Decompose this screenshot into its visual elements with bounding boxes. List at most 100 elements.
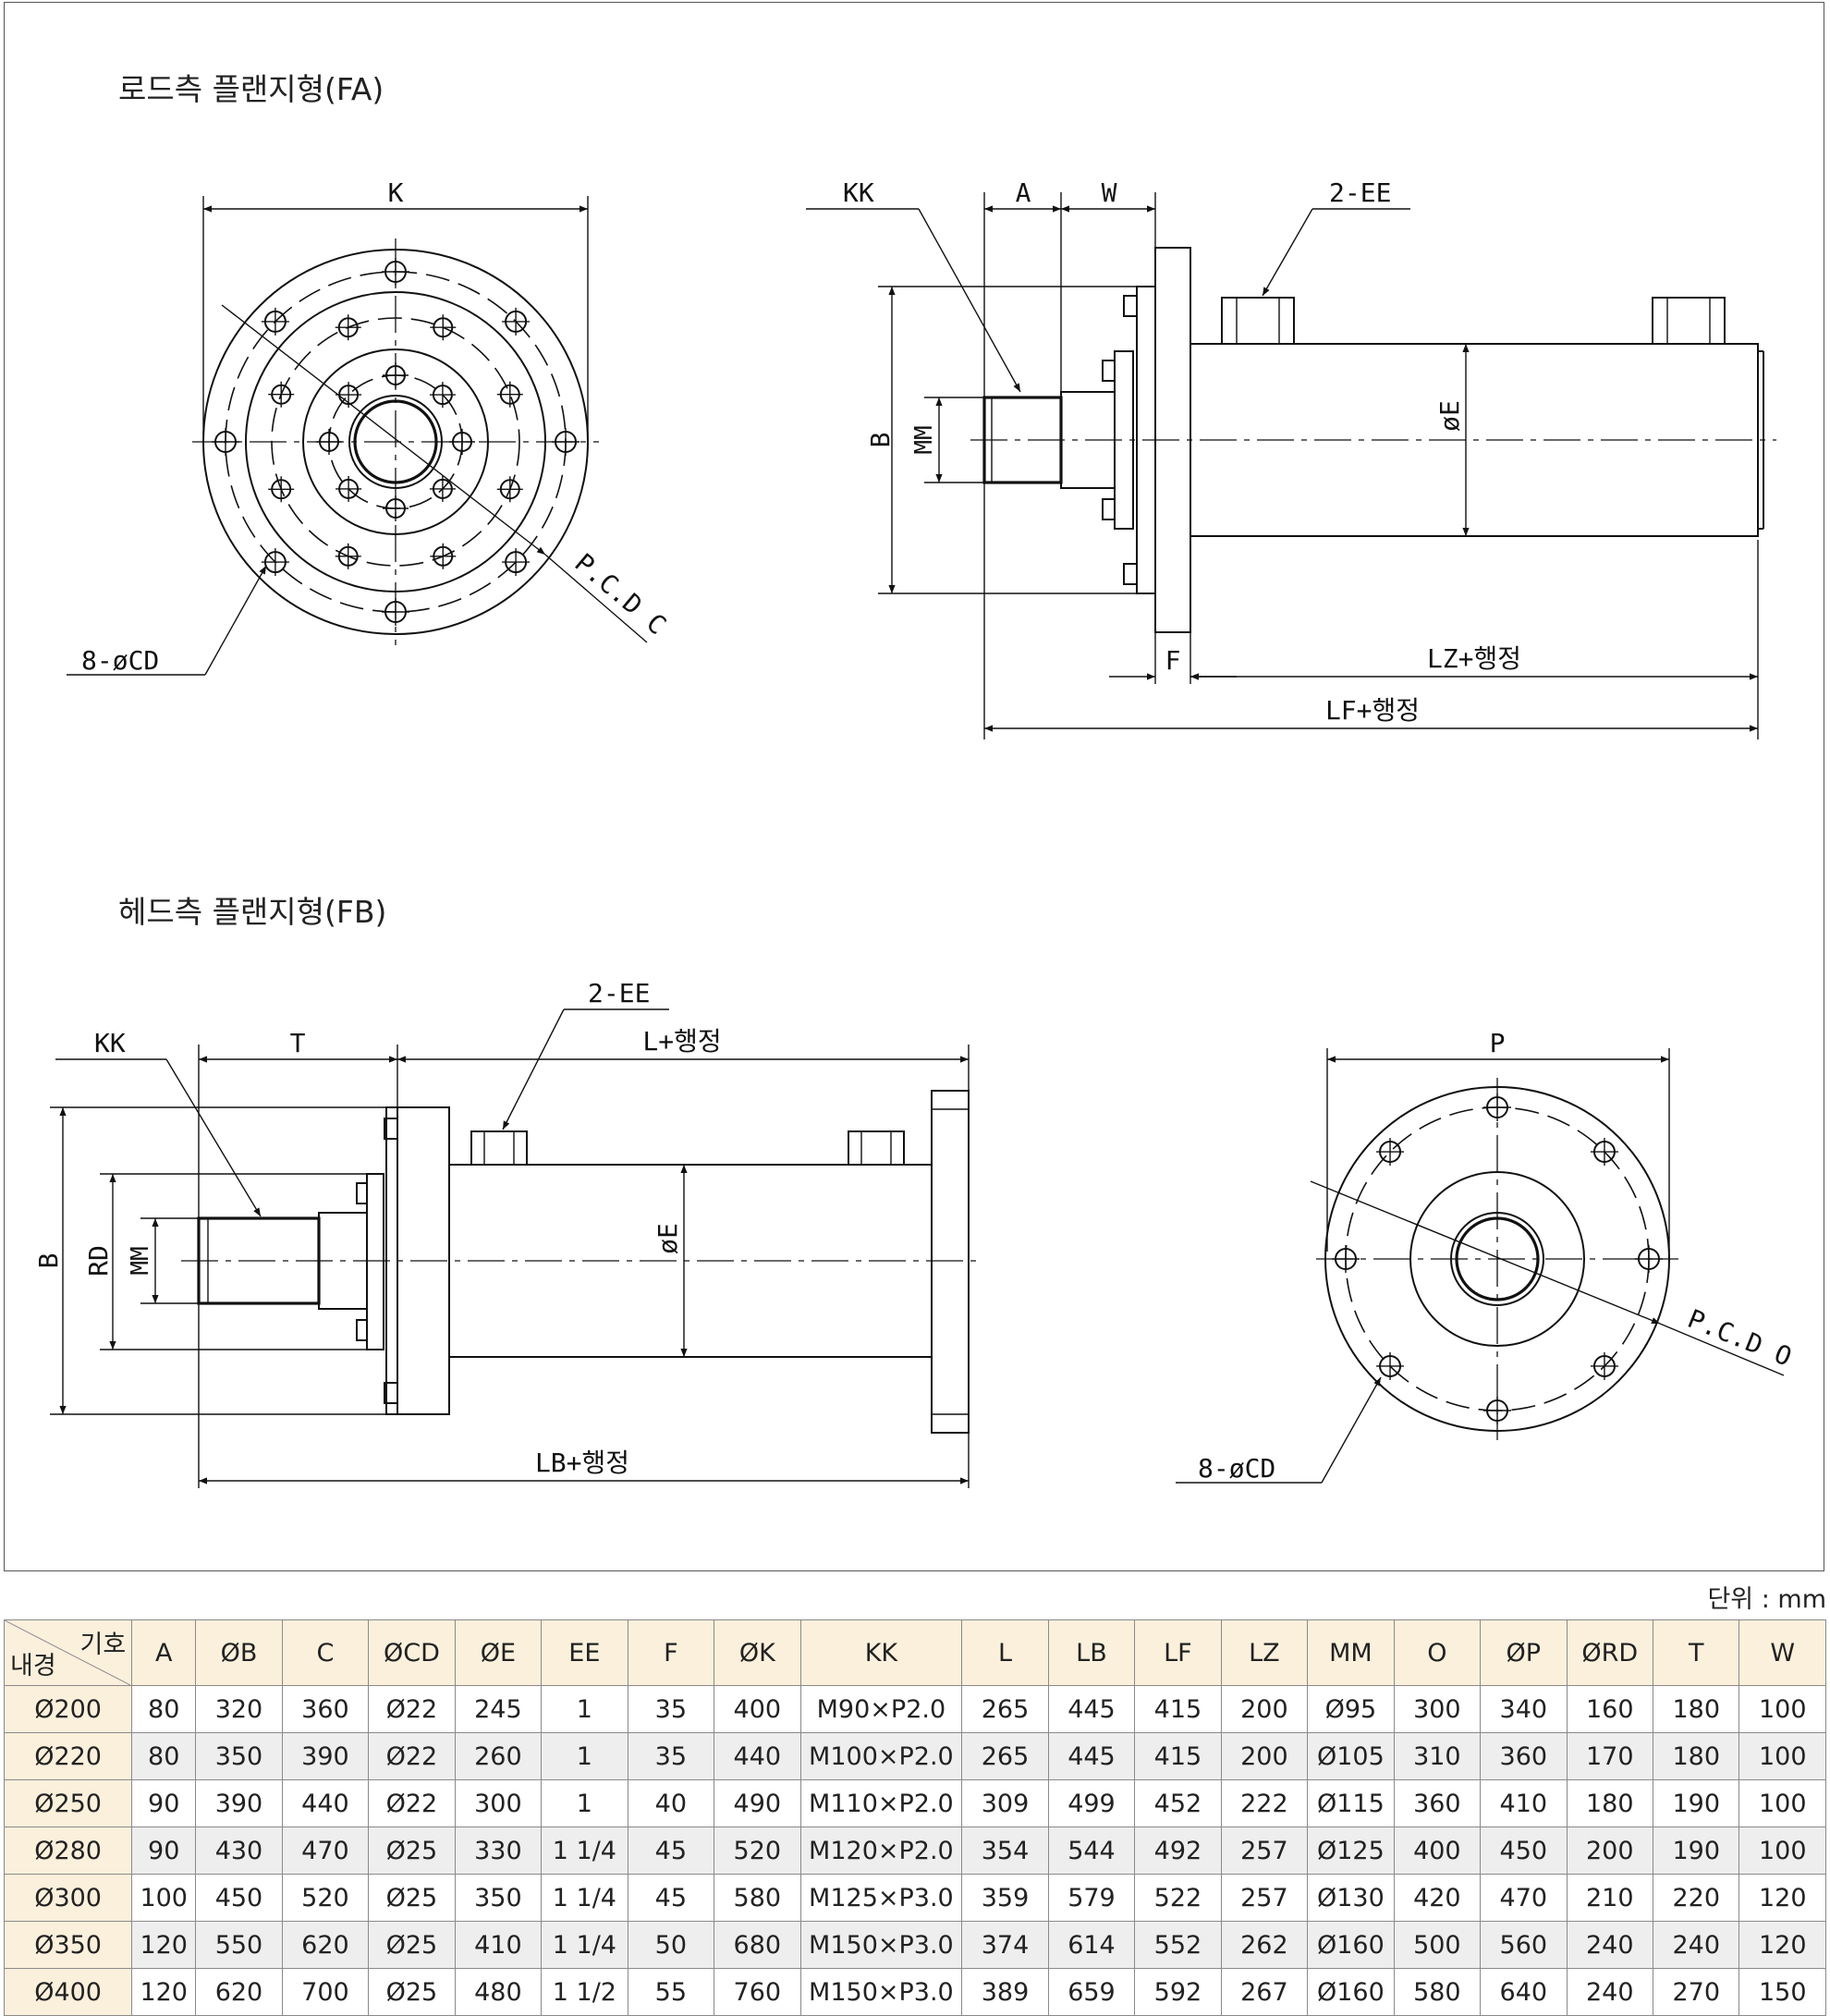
table-cell: 1 (541, 1732, 628, 1780)
table-cell: 592 (1134, 1968, 1222, 2016)
flange-bolt-hole (382, 258, 409, 286)
table-cell: 415 (1134, 1732, 1222, 1780)
table-cell: 1 (541, 1779, 628, 1827)
table-cell: 640 (1480, 1968, 1568, 2016)
bore-cell: Ø300 (3, 1874, 133, 1922)
table-cell: 120 (1738, 1921, 1826, 1969)
table-cell: 40 (627, 1779, 715, 1827)
table-cell: 170 (1566, 1732, 1654, 1780)
table-cell: 360 (1480, 1732, 1568, 1780)
column-header: LF (1134, 1619, 1222, 1686)
table-cell: Ø22 (368, 1685, 456, 1733)
table-cell: 262 (1220, 1921, 1309, 1969)
corner-symbol-label: 기호 (79, 1631, 127, 1659)
gland-bolt-hole (429, 382, 456, 409)
label-lf: LF+행정 (1325, 695, 1420, 726)
gland-bolt-hole (449, 429, 475, 455)
table-cell: 300 (1393, 1685, 1482, 1733)
table-cell: 360 (281, 1685, 370, 1733)
table-cell: 400 (1393, 1827, 1482, 1875)
label-pcd-o: P.C.D O (1683, 1303, 1796, 1373)
table-cell: 80 (131, 1732, 197, 1780)
table-cell: 440 (281, 1779, 370, 1827)
table-cell: 390 (195, 1779, 283, 1827)
flange-bolt-hole (1483, 1397, 1511, 1424)
label-pcd-c: P.C.D C (569, 547, 673, 641)
fb-front-view: P P.C.D O 8-øCD (1176, 1028, 1796, 1484)
table-cell: 1 1/4 (541, 1921, 628, 1969)
label-b-fb: B (33, 1253, 64, 1269)
table-cell: 430 (195, 1827, 283, 1875)
table-cell: Ø25 (368, 1921, 456, 1969)
column-header: ØK (714, 1619, 801, 1686)
bore-cell: Ø250 (3, 1779, 133, 1827)
table-cell: 45 (627, 1874, 715, 1922)
table-cell: 359 (961, 1874, 1049, 1922)
cover-bolt-hole (430, 314, 457, 341)
label-l: L+행정 (642, 1026, 721, 1057)
column-header: T (1653, 1619, 1740, 1686)
column-header: O (1393, 1619, 1482, 1686)
table-cell: 440 (714, 1732, 801, 1780)
table-cell: 120 (131, 1968, 197, 2016)
table-cell: 160 (1566, 1685, 1654, 1733)
column-header: LB (1047, 1619, 1136, 1686)
table-cell: 100 (131, 1874, 197, 1922)
table-cell: 400 (714, 1685, 801, 1733)
table-cell: M150×P3.0 (799, 1921, 963, 1969)
table-cell: Ø125 (1307, 1827, 1395, 1875)
table-cell: 522 (1134, 1874, 1222, 1922)
table-cell: 659 (1047, 1968, 1136, 2016)
cover-bolt-hole (430, 543, 457, 569)
flange-bolt-hole (552, 428, 580, 456)
fb-title: 헤드측 플랜지형(FB) (118, 894, 387, 930)
table-cell: 190 (1653, 1827, 1740, 1875)
flange-bolt-hole (1376, 1351, 1405, 1380)
table-cell: 300 (454, 1779, 543, 1827)
label-lz: LZ+행정 (1427, 643, 1521, 674)
table-cell: 1 1/4 (541, 1827, 628, 1875)
table-cell: 265 (961, 1732, 1049, 1780)
table-cell: 330 (454, 1827, 543, 1875)
table-cell: 265 (961, 1685, 1049, 1733)
label-f: F (1165, 645, 1181, 676)
table-cell: 389 (961, 1968, 1049, 2016)
label-rd: RD (83, 1245, 114, 1277)
table-cell: 700 (281, 1968, 370, 2016)
table-cell: 470 (1480, 1874, 1568, 1922)
table-cell: 580 (714, 1874, 801, 1922)
flange-bolt-hole (212, 428, 239, 456)
table-cell: 240 (1566, 1968, 1654, 2016)
column-header: W (1738, 1619, 1826, 1686)
flange-bolt-hole (1376, 1138, 1405, 1167)
bore-cell: Ø200 (3, 1685, 133, 1733)
table-cell: 450 (195, 1874, 283, 1922)
table-cell: 222 (1220, 1779, 1309, 1827)
fb-side-view: T L+행정 KK 2-EE B RD MM øE LB+행정 (33, 978, 982, 1488)
gland-bolt-hole (336, 475, 362, 502)
cover-bolt-hole (268, 476, 295, 503)
table-cell: 410 (1480, 1779, 1568, 1827)
label-lb: LB+행정 (535, 1448, 629, 1478)
fa-side-view: A W KK 2-EE B MM øE F LZ+행정 LF+행정 (806, 177, 1776, 739)
table-cell: 210 (1566, 1874, 1654, 1922)
table-cell: M110×P2.0 (799, 1779, 963, 1827)
cover-bolt-hole (496, 476, 523, 503)
table-cell: Ø160 (1307, 1968, 1395, 2016)
column-header: KK (799, 1619, 963, 1686)
unit-label: 단위 : mm (1707, 1585, 1826, 1614)
table-cell: Ø25 (368, 1874, 456, 1922)
table-cell: Ø22 (368, 1732, 456, 1780)
table-cell: 220 (1653, 1874, 1740, 1922)
table-cell: 544 (1047, 1827, 1136, 1875)
gland-bolt-hole (316, 429, 342, 455)
table-cell: 310 (1393, 1732, 1482, 1780)
table-cell: 320 (195, 1685, 283, 1733)
table-cell: 760 (714, 1968, 801, 2016)
flange-bolt-hole (1590, 1138, 1618, 1167)
table-cell: 445 (1047, 1685, 1136, 1733)
